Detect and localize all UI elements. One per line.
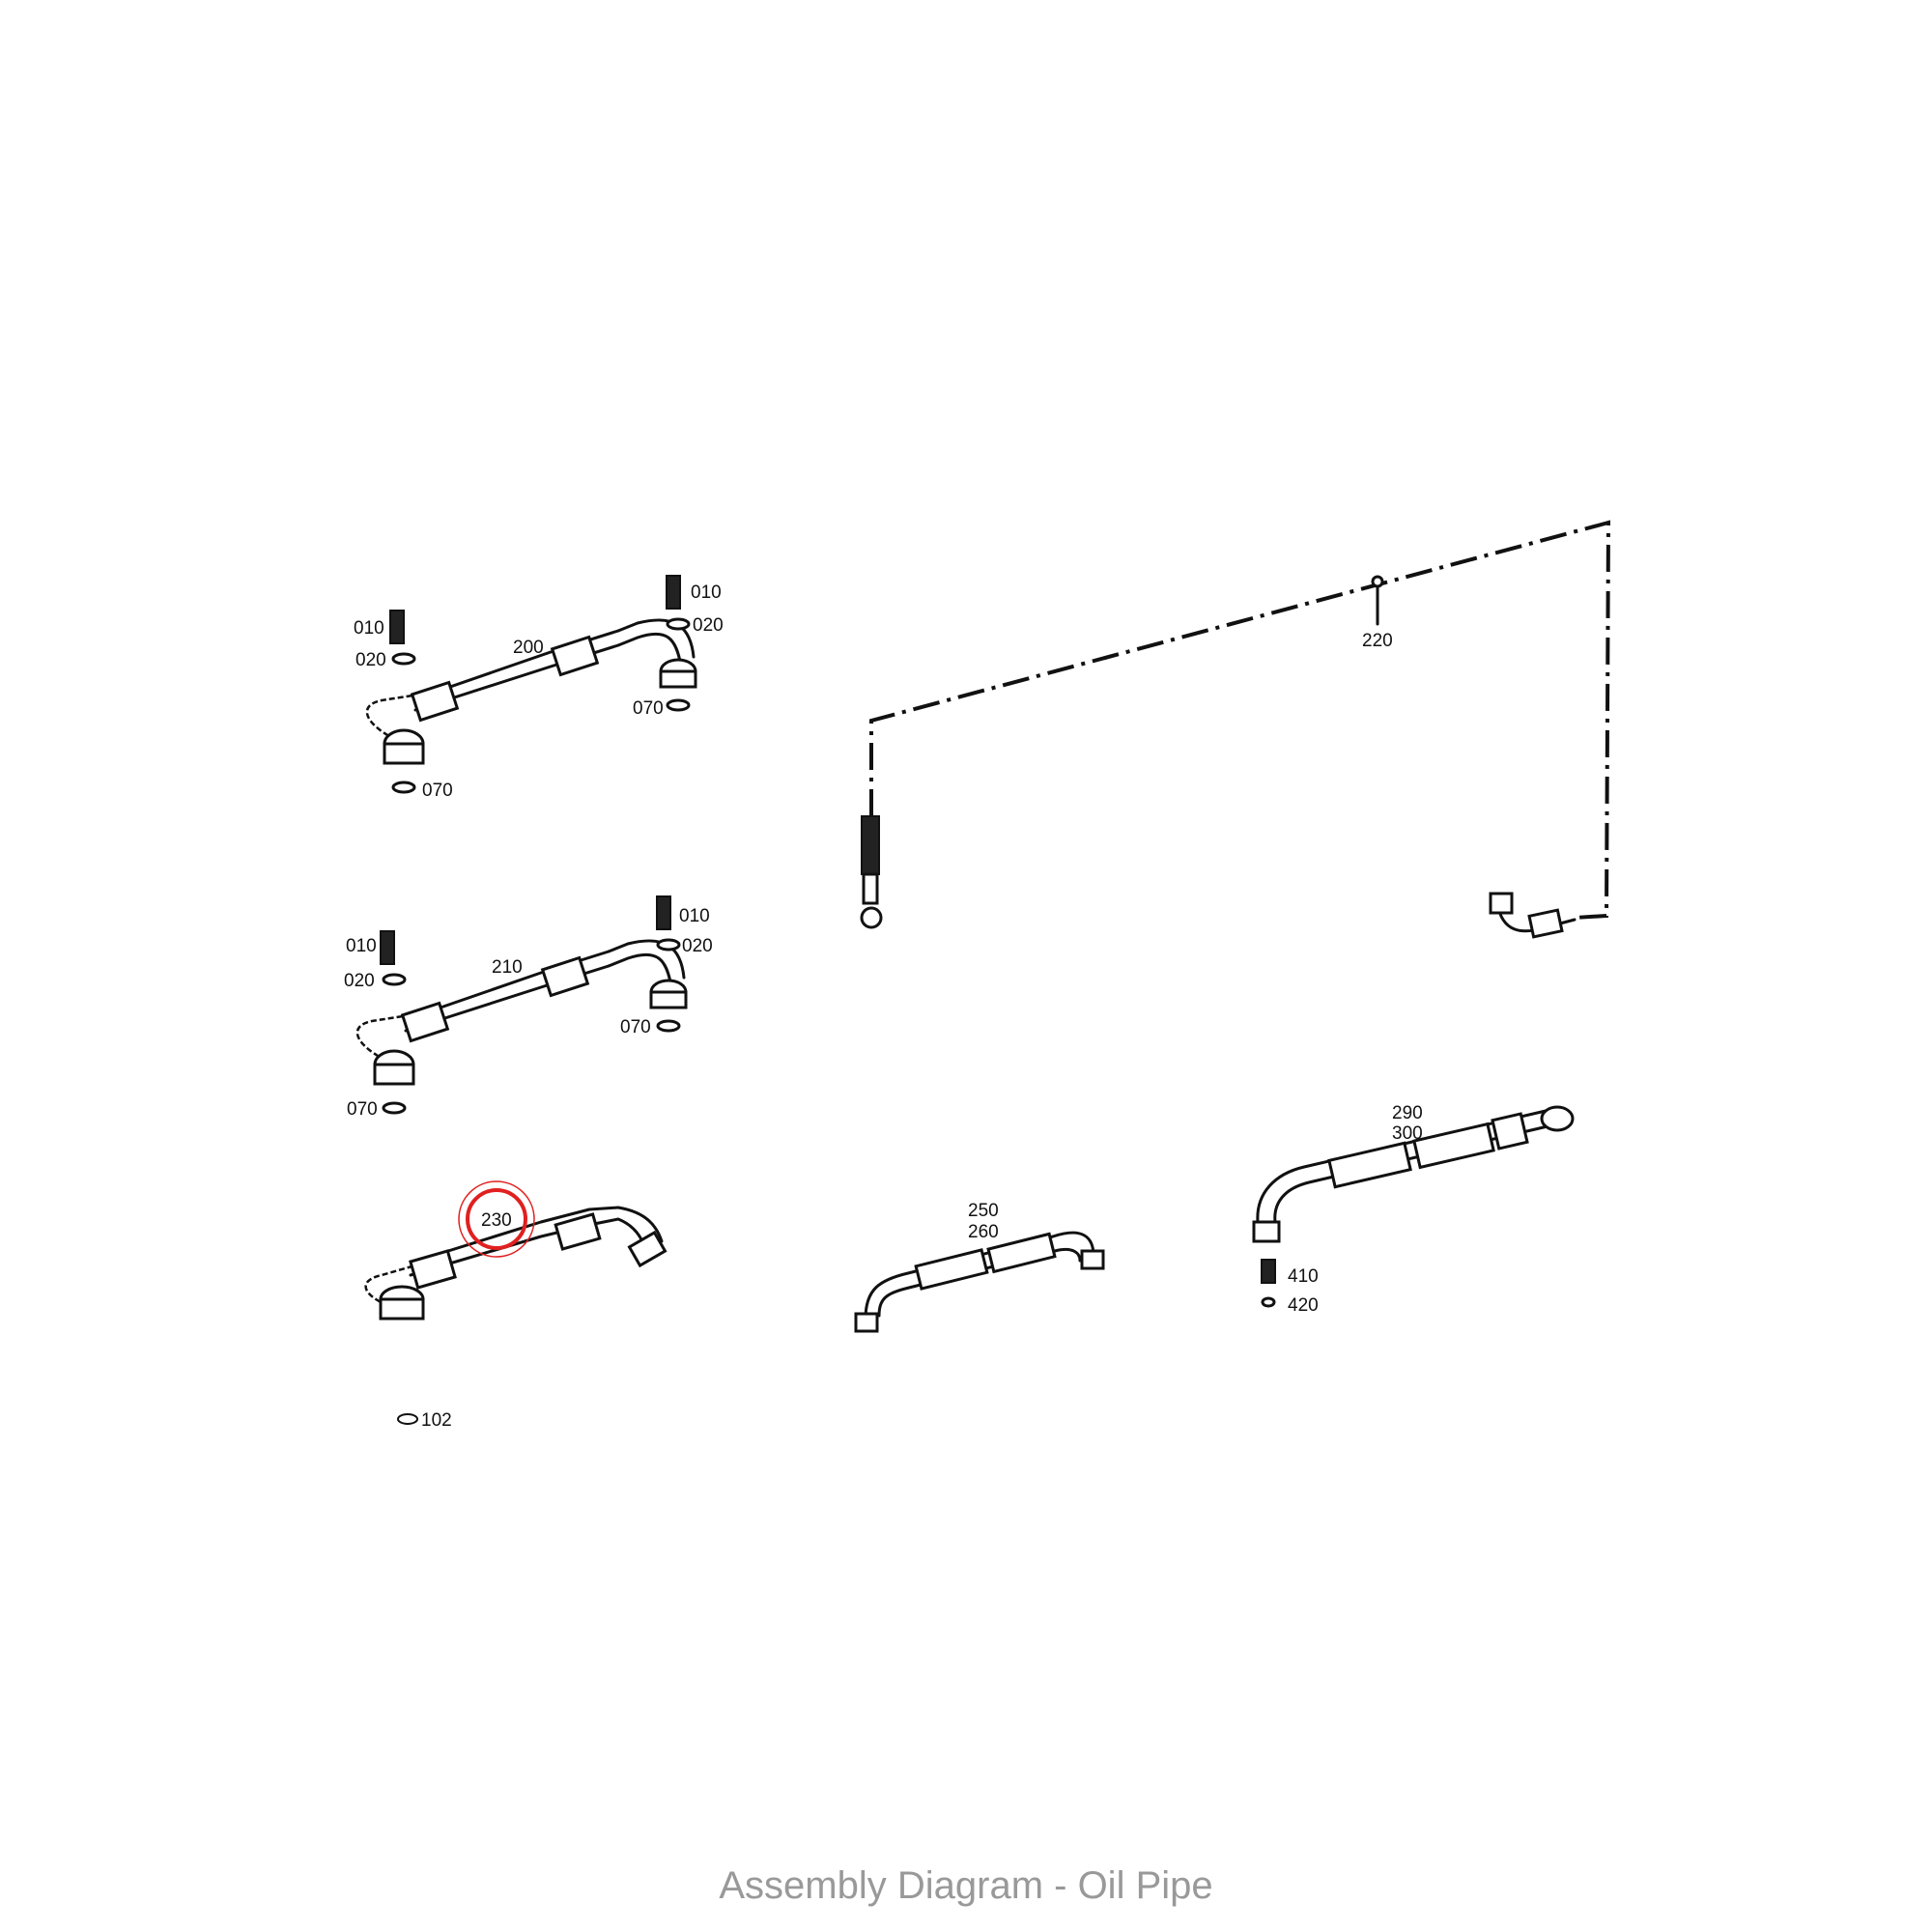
label-010: 010: [354, 618, 384, 639]
label-200: 200: [513, 638, 544, 658]
line-220[interactable]: 220: [860, 520, 1611, 939]
label-410: 410: [1288, 1266, 1319, 1287]
label-010: 010: [679, 906, 710, 926]
label-070: 070: [422, 781, 453, 801]
label-102: 102: [421, 1410, 452, 1431]
pipe-230-assembly[interactable]: 230 102: [364, 1180, 668, 1431]
pipe-210-assembly[interactable]: [355, 895, 688, 1115]
highlight-circle-outer: [458, 1180, 535, 1258]
label-290: 290: [1392, 1103, 1423, 1123]
ring-icon: [397, 1413, 418, 1425]
label-210: 210: [492, 957, 523, 978]
highlight-circle-inner: [466, 1188, 527, 1250]
pipe-200-assembly[interactable]: 010 020 200 010 020 070 070: [354, 575, 724, 801]
label-300: 300: [1392, 1123, 1423, 1144]
label-020: 020: [682, 936, 713, 956]
label-070: 070: [633, 698, 664, 719]
hose-290-300[interactable]: 290 300 410 420: [1252, 1103, 1575, 1316]
label-020: 020: [693, 615, 724, 636]
diagram-caption: Assembly Diagram - Oil Pipe: [719, 1864, 1213, 1907]
label-420: 420: [1288, 1295, 1319, 1316]
label-070: 070: [347, 1099, 378, 1120]
label-220: 220: [1362, 631, 1393, 651]
label-010: 010: [346, 936, 377, 956]
label-010: 010: [691, 582, 722, 603]
label-070: 070: [620, 1017, 651, 1037]
label-250: 250: [968, 1201, 999, 1221]
label-260: 260: [968, 1222, 999, 1242]
label-020: 020: [344, 971, 375, 991]
hose-250-260[interactable]: 250 260: [854, 1201, 1105, 1333]
label-020: 020: [355, 650, 386, 670]
label-230: 230: [481, 1210, 512, 1231]
